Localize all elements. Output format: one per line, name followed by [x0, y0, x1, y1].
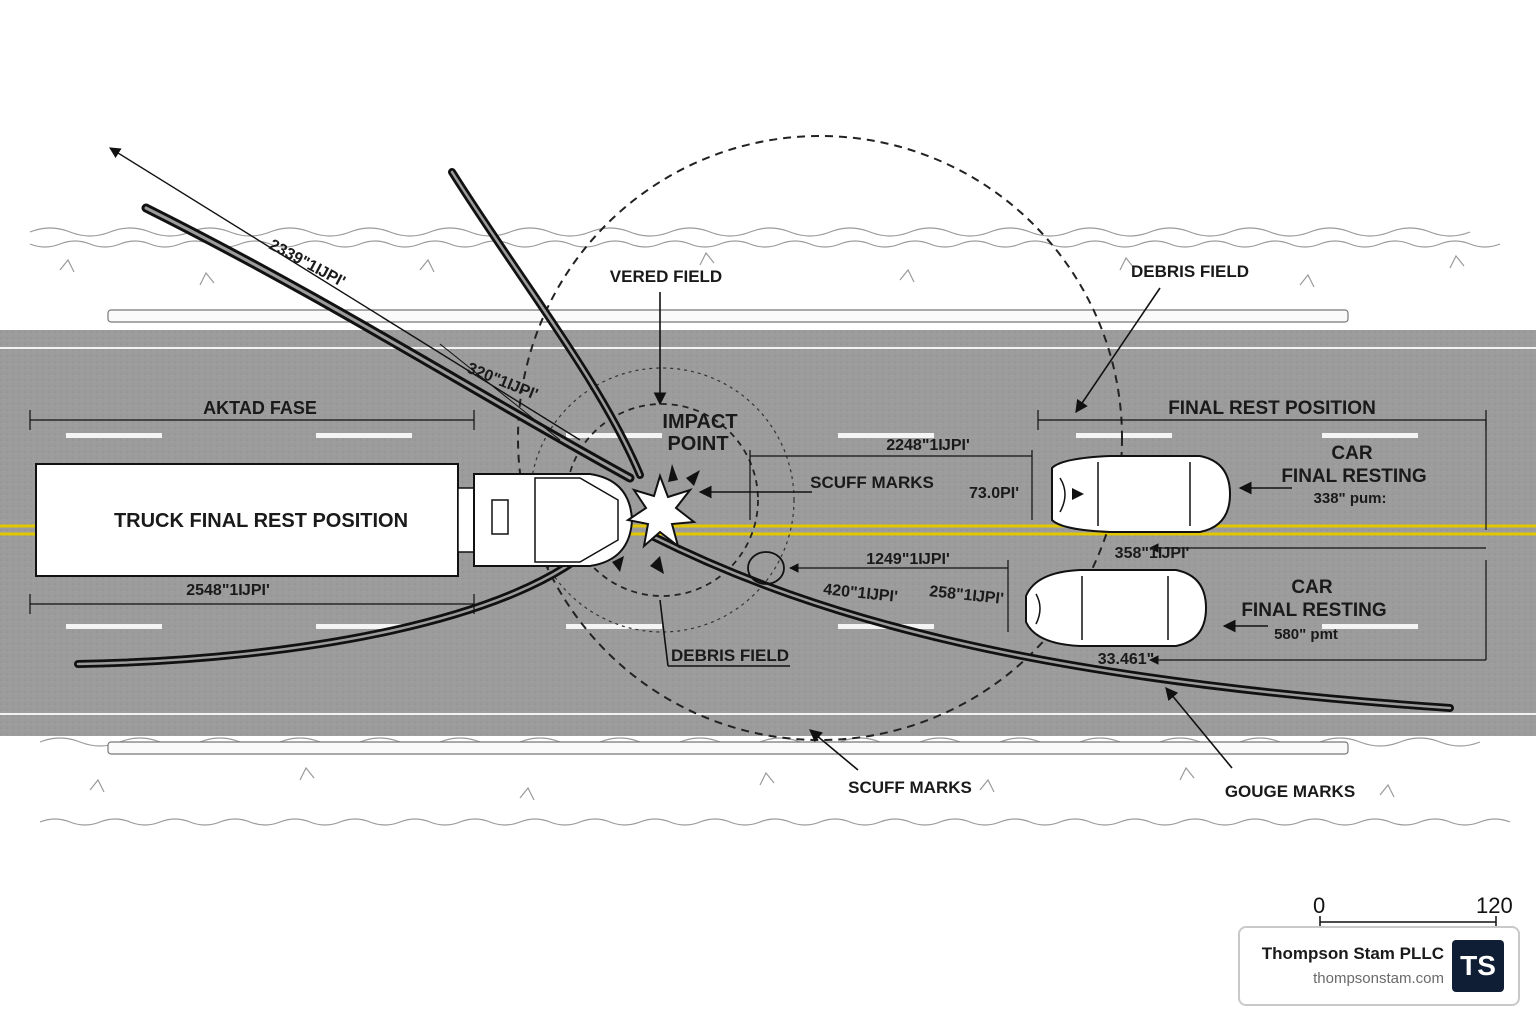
- truck-rest-label: TRUCK FINAL REST POSITION: [114, 510, 408, 532]
- mid-measure-1: 1249"1ĲPI': [866, 551, 950, 568]
- firm-card: Thompson Stam PLLC thompsonstam.com TS: [1238, 926, 1520, 1006]
- car-1-label-line1: CAR: [1331, 443, 1372, 464]
- scuff-marks-road-label: SCUFF MARKS: [810, 473, 934, 492]
- car-1-distance: 338" pum:: [1314, 490, 1387, 507]
- car-2-label-line1: CAR: [1291, 577, 1332, 598]
- lane-dashes-top: [66, 433, 1418, 438]
- dimension-lines: [29, 410, 1487, 665]
- scuff-marks-bottom-label: SCUFF MARKS: [848, 778, 972, 797]
- diagonal-measure-line: [109, 147, 581, 441]
- car-gap-measure: 358"1ĲPI': [1115, 545, 1190, 562]
- aktad-fase-label: AKTAD FASE: [203, 398, 317, 418]
- impact-point-label-2: POINT: [667, 433, 728, 455]
- truck-hood: [534, 477, 619, 563]
- gouge-marks-label: GOUGE MARKS: [1225, 782, 1355, 801]
- car-1: [1051, 455, 1232, 533]
- label-arrows: [653, 287, 1292, 771]
- car-2-label-line2: FINAL RESTING: [1241, 600, 1386, 621]
- scale-end-label: 120: [1476, 893, 1513, 918]
- debris-field-bottom-label: DEBRIS FIELD: [671, 646, 789, 665]
- final-rest-position-label: FINAL REST POSITION: [1168, 398, 1376, 419]
- guardrail-bottom: [107, 741, 1349, 755]
- truck-length-measure: 2548"1ĲPI': [186, 582, 270, 599]
- diagonal-measure-line-2: [439, 343, 561, 441]
- car-2: [1025, 569, 1208, 647]
- car-1-marker-icon: [1072, 488, 1084, 500]
- vered-field-label: VERED FIELD: [610, 267, 722, 286]
- impact-shards: [612, 464, 700, 574]
- debris-object: [747, 551, 785, 585]
- firm-website: thompsonstam.com: [1313, 970, 1444, 987]
- scuff-top-measure: 2248"1ĲPI': [886, 437, 970, 454]
- car-2-distance: 580" pmt: [1274, 626, 1338, 643]
- truck-hitch: [457, 487, 475, 553]
- impact-star-icon: [625, 472, 697, 549]
- scale-start-label: 0: [1313, 893, 1326, 918]
- skid-marks: [74, 168, 1454, 712]
- scuff-right-measure: 73.0PI': [969, 485, 1019, 502]
- debris-field-top-label: DEBRIS FIELD: [1131, 262, 1249, 281]
- truck-cab-window: [491, 499, 509, 535]
- impact-point-label-1: IMPACT: [662, 411, 737, 433]
- guardrail-top: [107, 309, 1349, 323]
- truck: [35, 463, 634, 577]
- car-2-bottom-measure: 33.461": [1098, 651, 1155, 668]
- firm-logo-icon: TS: [1452, 940, 1504, 992]
- truck-trailer: [35, 463, 459, 577]
- debris-radius-circle: [517, 135, 1123, 741]
- car-1-label-line2: FINAL RESTING: [1281, 466, 1426, 487]
- firm-name: Thompson Stam PLLC: [1261, 944, 1444, 963]
